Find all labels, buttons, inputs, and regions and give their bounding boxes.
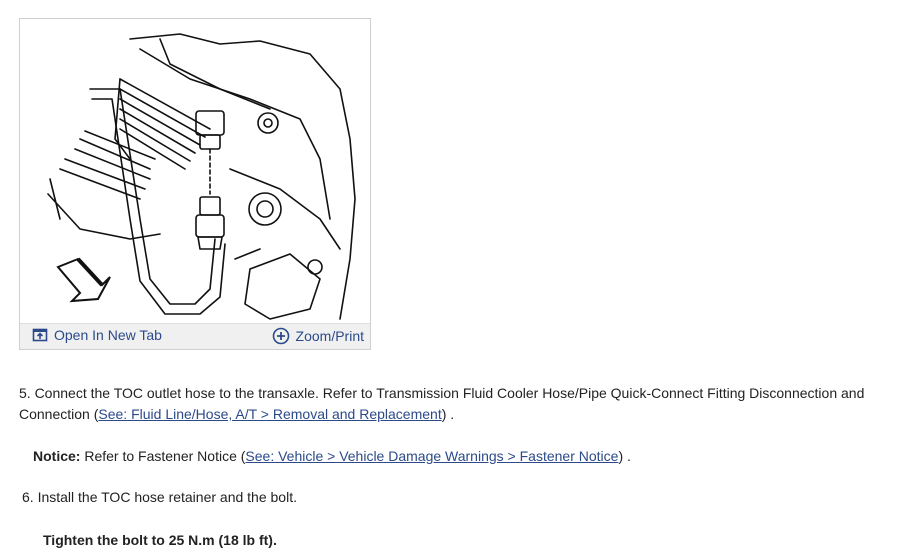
figure-toolbar: Open In New Tab Zoom/Print bbox=[20, 323, 370, 349]
plus-circle-icon bbox=[272, 327, 289, 345]
step-5-text: 5. Connect the TOC outlet hose to the tr… bbox=[19, 385, 865, 422]
notice-paragraph: Notice: Refer to Fastener Notice (See: V… bbox=[33, 446, 903, 467]
step-6-paragraph: 6. Install the TOC hose retainer and the… bbox=[22, 489, 297, 505]
step-5-paragraph: 5. Connect the TOC outlet hose to the tr… bbox=[19, 383, 889, 425]
transaxle-cooler-hose-illustration bbox=[47, 33, 356, 320]
notice-label: Notice: bbox=[33, 448, 81, 464]
open-in-new-tab-label: Open In New Tab bbox=[54, 327, 162, 343]
fluid-line-hose-link[interactable]: See: Fluid Line/Hose, A/T > Removal and … bbox=[98, 406, 442, 422]
zoom-print-label: Zoom/Print bbox=[295, 328, 364, 344]
notice-after: ) . bbox=[618, 448, 631, 464]
fastener-notice-link[interactable]: See: Vehicle > Vehicle Damage Warnings >… bbox=[245, 448, 619, 464]
zoom-print-button[interactable]: Zoom/Print bbox=[272, 327, 364, 345]
direction-arrow-icon bbox=[56, 257, 111, 303]
notice-text: Refer to Fastener Notice ( bbox=[80, 448, 246, 464]
open-new-tab-icon bbox=[32, 328, 48, 342]
open-in-new-tab-button[interactable]: Open In New Tab bbox=[32, 327, 162, 343]
torque-spec: Tighten the bolt to 25 N.m (18 lb ft). bbox=[43, 532, 277, 548]
figure-card: Open In New Tab Zoom/Print bbox=[19, 18, 371, 350]
step-5-after: ) . bbox=[441, 406, 455, 422]
